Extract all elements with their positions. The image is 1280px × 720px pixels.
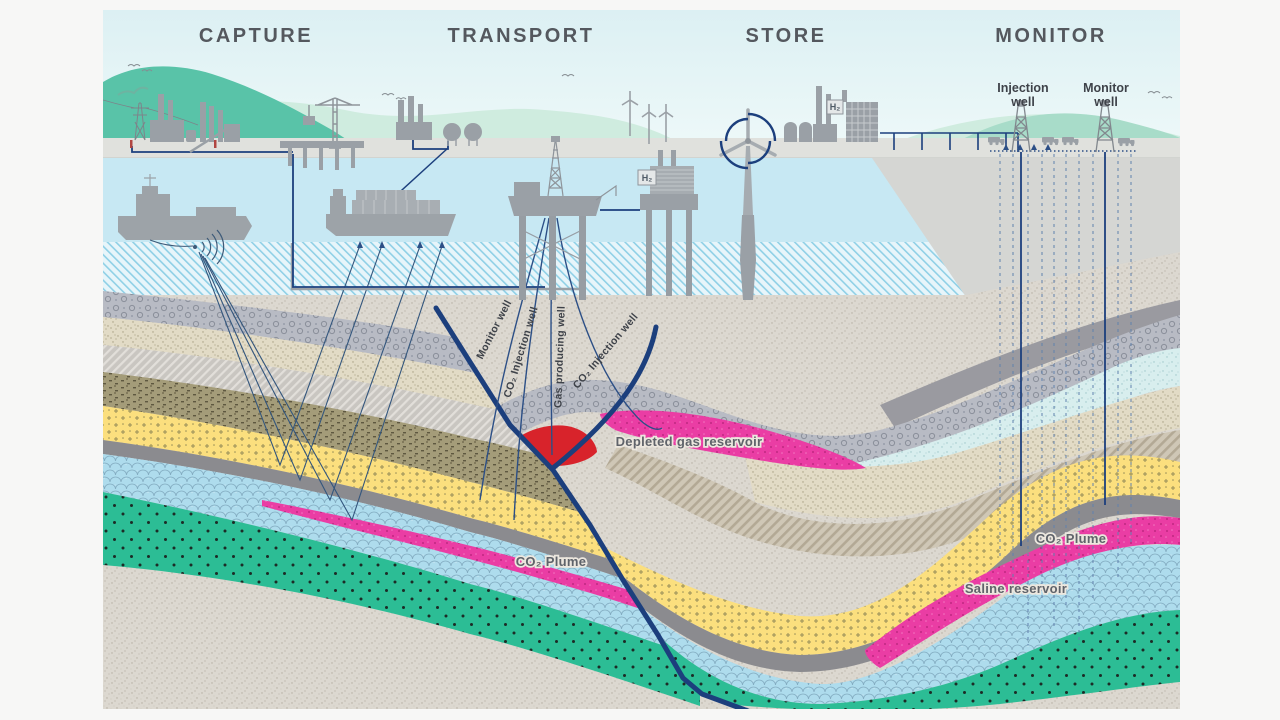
h2-plant-label: H₂ xyxy=(830,102,841,112)
h2-platform-label: H₂ xyxy=(642,173,653,183)
carrier-ship xyxy=(326,189,456,236)
depleted-gas-reservoir-label: Depleted gas reservoir xyxy=(616,434,763,449)
monitor-well-label-line2: well xyxy=(1093,95,1118,109)
monitor-derricks-and-trucks xyxy=(988,100,1135,153)
birds xyxy=(127,64,1173,100)
section-monitor: MONITOR xyxy=(995,25,1107,47)
injection-well-label-line2: well xyxy=(1010,95,1035,109)
section-transport: TRANSPORT xyxy=(448,25,595,47)
h2-platform: H₂ xyxy=(637,150,698,296)
saline-reservoir-label: Saline reservoir xyxy=(965,581,1067,596)
monitor-section-wells xyxy=(990,144,1136,645)
drilling-platform xyxy=(508,136,617,300)
co2-plume-right-label: CO₂ Plume xyxy=(1036,531,1107,546)
capture-facilities xyxy=(103,94,240,154)
monitor-derrick-icon xyxy=(1095,100,1115,153)
seismic-receiver-arrows xyxy=(357,241,445,248)
ccs-diagram-svg: H₂ H₂ xyxy=(103,10,1180,709)
section-headers: CAPTURE TRANSPORT STORE MONITOR xyxy=(199,25,1107,47)
seismic-rays xyxy=(198,244,443,522)
co2-injection-right-path xyxy=(556,217,663,430)
port-and-crane xyxy=(280,97,364,170)
transport-terminal xyxy=(396,96,482,146)
h2-label-box xyxy=(826,99,844,115)
ship-hull xyxy=(326,214,456,236)
co2-injection-left-path xyxy=(513,217,550,521)
offshore-wind-turbine xyxy=(719,108,777,300)
red-riser xyxy=(214,140,217,148)
pipeline-store-elevated xyxy=(880,132,1019,152)
ship-hull xyxy=(118,216,252,240)
co2-plume-left-label: CO₂ Plume xyxy=(516,554,587,569)
diagram-canvas: H₂ H₂ xyxy=(103,10,1180,709)
section-capture: CAPTURE xyxy=(199,25,313,47)
subsurface-labels: Depleted gas reservoir CO₂ Plume CO₂ Plu… xyxy=(514,432,1108,598)
depleted-gas-reservoir-layer xyxy=(600,410,866,470)
gas-producing-well-label: Gas producing well xyxy=(552,306,568,409)
towed-cable xyxy=(149,239,194,247)
section-store: STORE xyxy=(745,25,826,47)
surface-well-labels: Injection well Monitor well xyxy=(997,81,1129,109)
monitor-well-path xyxy=(479,217,546,501)
antithetic-fault xyxy=(550,324,659,471)
store-plant: H₂ xyxy=(784,86,878,142)
jetty-icon xyxy=(280,141,364,170)
injection-derrick-icon xyxy=(1011,100,1031,153)
derrick-icon xyxy=(547,136,564,197)
survey-vessel xyxy=(118,174,252,265)
h2-label-box xyxy=(637,169,657,186)
red-riser xyxy=(130,140,133,148)
geology-left-block xyxy=(103,291,700,706)
onshore-wind-turbines xyxy=(621,91,674,144)
smoke xyxy=(117,86,149,96)
truck-icon xyxy=(988,137,1135,147)
factory-icon xyxy=(150,94,240,154)
monitor-well-label-line1: Monitor xyxy=(1083,81,1129,95)
sonar-source-icon xyxy=(193,229,225,265)
main-fault xyxy=(433,305,750,709)
injection-well-label-line1: Injection xyxy=(997,81,1048,95)
surface-and-water xyxy=(103,138,1180,297)
pipeline-subsea xyxy=(292,154,545,288)
rotation-arcs-icon xyxy=(719,112,777,170)
faults xyxy=(433,305,750,709)
right-landmass xyxy=(872,158,1180,297)
